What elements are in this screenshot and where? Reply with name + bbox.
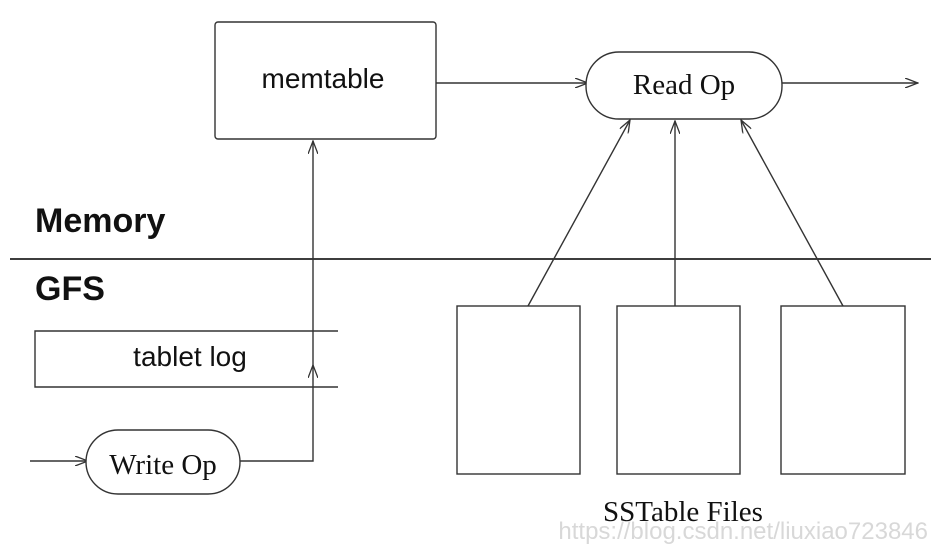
write-op-label: Write Op bbox=[109, 449, 217, 481]
memory-label: Memory bbox=[35, 202, 165, 240]
write-to-log-path bbox=[240, 365, 313, 462]
tablet-log-box: tablet log bbox=[34, 330, 338, 388]
memtable-box: memtable bbox=[214, 21, 437, 140]
read-op-node: Read Op bbox=[585, 51, 783, 120]
watermark-text: https://blog.csdn.net/liuxiao723846 bbox=[558, 518, 928, 545]
tablet-log-label: tablet log bbox=[133, 341, 247, 372]
write-op-node: Write Op bbox=[85, 429, 241, 495]
sstable-caption: SSTable Files bbox=[603, 496, 763, 528]
read-op-label: Read Op bbox=[633, 69, 735, 101]
sstable-files bbox=[456, 305, 906, 475]
sstable-file bbox=[456, 305, 581, 475]
gfs-label: GFS bbox=[35, 270, 105, 308]
sstable1-to-read-arrow bbox=[527, 120, 630, 307]
sstable-file bbox=[780, 305, 906, 475]
memtable-label: memtable bbox=[262, 63, 385, 94]
sstable-file bbox=[616, 305, 741, 475]
sstable3-to-read-arrow bbox=[741, 120, 844, 307]
